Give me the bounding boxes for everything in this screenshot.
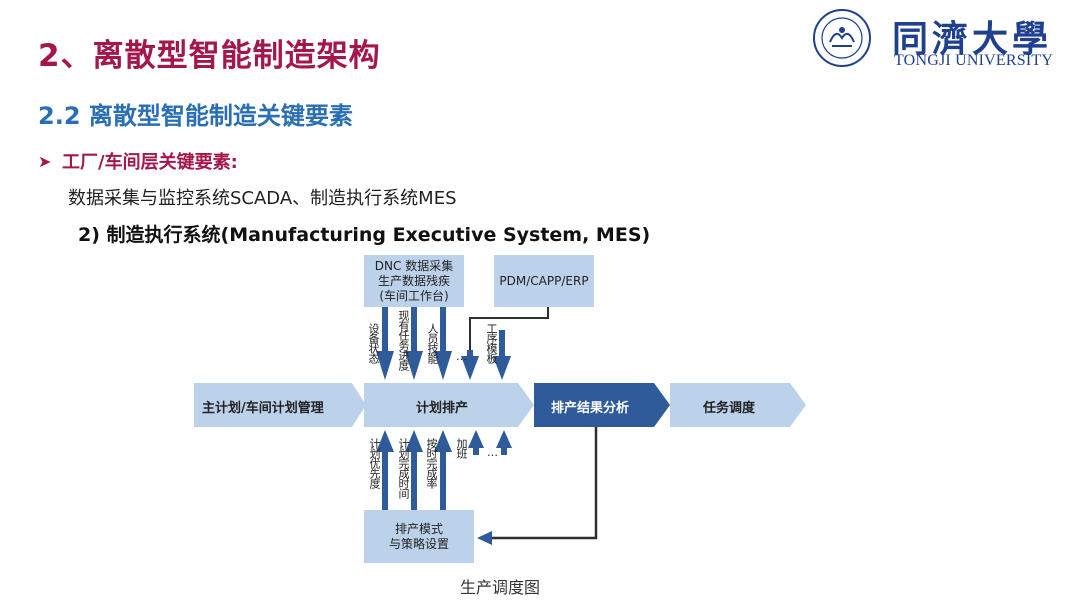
page-title: 2、离散型智能制造架构 (38, 38, 381, 74)
bottom-input-label-3: 按时完成率 (425, 438, 438, 488)
schedule-label: 计划排产 (416, 401, 469, 416)
up-arrow-1 (376, 430, 394, 510)
down-arrow-5 (493, 330, 511, 380)
pdm-box: PDM/CAPP/ERP (494, 255, 594, 307)
section-title: 2) 制造执行系统(Manufacturing Executive System… (78, 224, 651, 246)
dispatch-shape (670, 383, 806, 427)
top-input-arrows (376, 307, 511, 380)
top-input-label-3: 人员技能 (426, 323, 439, 363)
top-input-label-4: … (455, 350, 468, 362)
mode-line-2: 与策略设置 (388, 536, 449, 551)
schedule-shape (364, 383, 534, 427)
feedback-arrowhead (477, 531, 492, 545)
dnc-line-2: 生产数据残疾 (377, 273, 450, 288)
down-arrow-2 (405, 307, 423, 380)
pdm-connector (469, 307, 549, 350)
feedback-connector (490, 427, 598, 540)
down-arrow-3 (434, 307, 452, 380)
down-arrow-1 (376, 307, 394, 380)
bullet-arrow-icon: ➤ (38, 152, 52, 171)
bottom-input-label-4: 加班 (455, 438, 468, 458)
master-plan-shape (194, 383, 366, 427)
dnc-data-box: DNC 数据采集 生产数据残疾 (车间工作台) (364, 255, 464, 307)
top-input-label-5: 工序模板 (485, 323, 498, 363)
dnc-line-1: DNC 数据采集 (374, 258, 454, 273)
dnc-line-3: (车间工作台) (379, 288, 449, 303)
section-subtitle: 2.2 离散型智能制造关键要素 (38, 102, 353, 130)
mode-line-1: 排产模式 (394, 521, 443, 536)
up-arrow-3 (434, 430, 452, 510)
bottom-input-label-1: 计划优先度 (368, 438, 381, 488)
bottom-input-arrows (376, 430, 512, 510)
analysis-label: 排产结果分析 (551, 401, 630, 416)
mode-strategy-box: 排产模式 与策略设置 (364, 510, 474, 563)
master-plan-label: 主计划/车间计划管理 (202, 401, 324, 416)
top-input-label-2: 现有任务进度 (397, 310, 410, 370)
up-arrow-2 (405, 430, 423, 510)
figure-caption: 生产调度图 (459, 578, 540, 597)
bullet-heading: 工厂/车间层关键要素: (62, 152, 238, 173)
top-input-label-1: 设备状态 (367, 323, 380, 363)
analysis-shape (534, 383, 670, 427)
university-seal-icon (813, 9, 871, 67)
up-arrow-4 (468, 430, 484, 455)
university-name-cn: 同濟大學 (892, 18, 1053, 60)
up-arrow-5 (496, 430, 512, 455)
bottom-input-label-5: … (486, 446, 499, 458)
intro-text: 数据采集与监控系统SCADA、制造执行系统MES (68, 188, 457, 209)
university-name-en: TONGJI UNIVERSITY (894, 52, 1054, 69)
dispatch-label: 任务调度 (703, 401, 756, 416)
down-arrow-4 (461, 350, 479, 380)
bottom-input-label-2: 计划完成时间 (397, 438, 410, 498)
